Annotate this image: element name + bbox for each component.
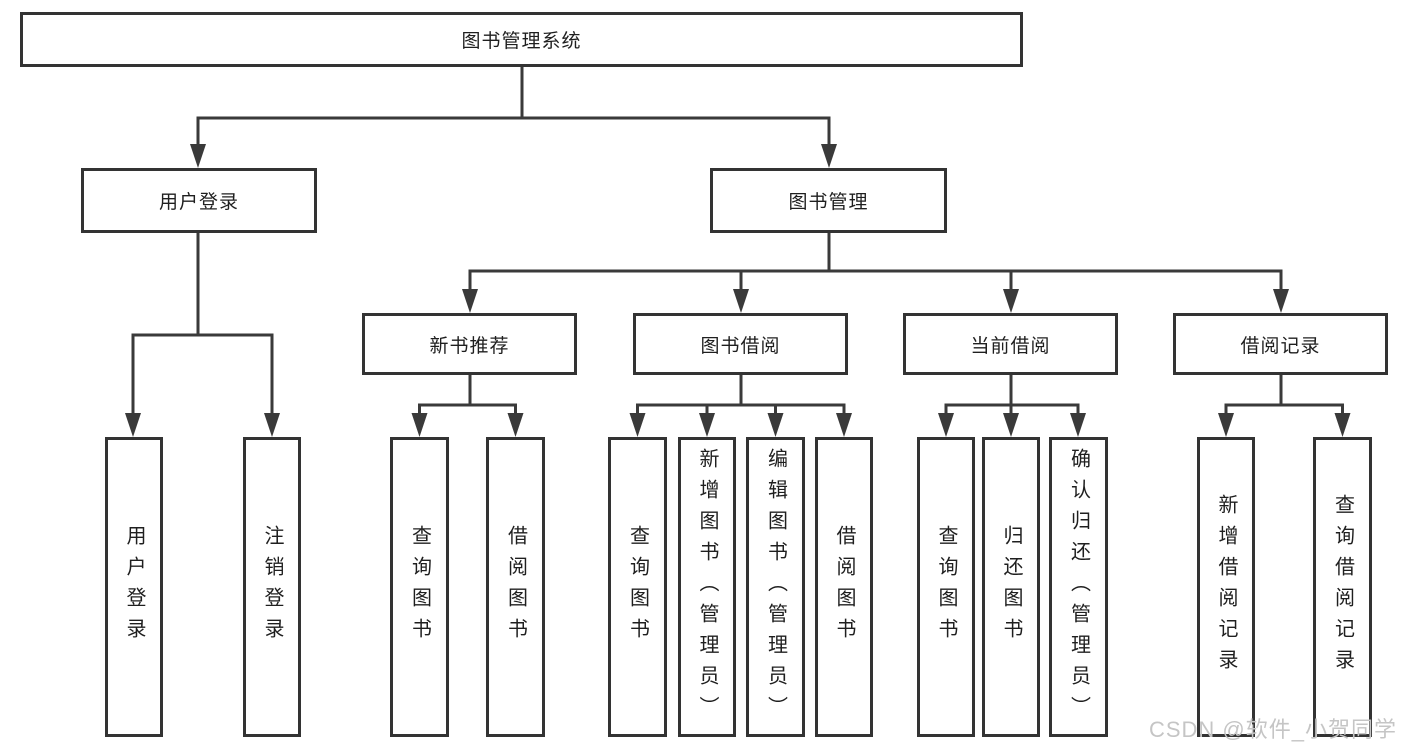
node-leaf-return-books: 归还图书 [982,437,1040,737]
node-borrow-records: 借阅记录 [1173,313,1388,375]
node-leaf-user-login: 用户登录 [105,437,163,737]
node-leaf-query-books-current: 查询图书 [917,437,975,737]
node-new-book-recommend: 新书推荐 [362,313,577,375]
node-label: 注销登录 [261,525,283,649]
node-leaf-add-borrow-record: 新增借阅记录 [1197,437,1255,737]
node-label: 借阅记录 [1240,335,1321,357]
node-label: 查询图书 [626,525,649,649]
node-leaf-query-borrow-record: 查询借阅记录 [1313,437,1372,737]
connector-root-split [190,66,837,168]
node-library-management-system: 图书管理系统 [20,12,1023,67]
node-label: 编辑图书（管理员） [764,447,787,727]
connector-current-borrow-split [938,375,1086,437]
connector-book-borrow-split [629,375,852,437]
node-current-borrow: 当前借阅 [903,313,1118,375]
node-label: 确认归还（管理员） [1067,447,1090,727]
node-label: 图书借阅 [700,335,781,357]
node-label: 新增图书（管理员） [696,447,718,727]
node-label: 借阅图书 [833,525,855,649]
node-label: 归还图书 [1000,525,1022,649]
node-label: 查询借阅记录 [1331,494,1354,680]
node-leaf-borrow-books: 借阅图书 [815,437,873,737]
node-label: 用户登录 [158,192,239,213]
node-label: 当前借阅 [970,335,1051,357]
node-leaf-query-books-recommend: 查询图书 [390,437,449,737]
node-label: 图书管理系统 [461,31,582,52]
node-label: 查询图书 [408,525,431,649]
node-book-management: 图书管理 [710,168,947,233]
node-leaf-edit-books-admin: 编辑图书（管理员） [746,437,805,737]
node-label: 查询图书 [935,525,957,649]
node-leaf-confirm-return-admin: 确认归还（管理员） [1049,437,1108,737]
node-label: 用户登录 [123,525,145,649]
node-label: 借阅图书 [504,525,527,649]
node-label: 新增借阅记录 [1215,494,1237,680]
connector-new-book-split [411,375,524,437]
node-user-login: 用户登录 [81,168,317,233]
node-leaf-borrow-books-recommend: 借阅图书 [486,437,545,737]
csdn-watermark: CSDN @软件_小贺同学 [1148,717,1397,742]
node-label: 新书推荐 [429,335,510,357]
connector-book-management-split [462,233,1289,313]
node-leaf-logout: 注销登录 [243,437,301,737]
node-label: 图书管理 [788,192,869,213]
connector-user-login-split [125,233,280,437]
node-leaf-query-books-borrow: 查询图书 [608,437,667,737]
node-book-borrow: 图书借阅 [633,313,848,375]
connector-borrow-records-split [1218,375,1351,437]
node-leaf-add-books-admin: 新增图书（管理员） [678,437,736,737]
